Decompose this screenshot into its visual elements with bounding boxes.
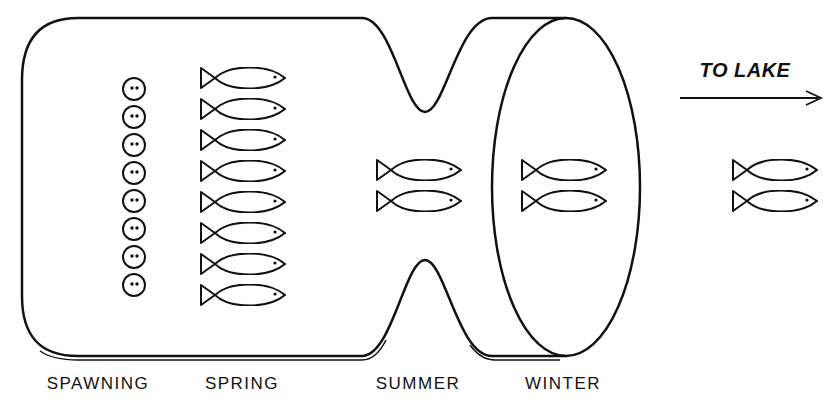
- stage-label: SUMMER: [376, 375, 461, 392]
- stage-label: SPAWNING: [47, 375, 150, 392]
- stage-label: SPRING: [205, 375, 279, 392]
- flow-label: TO LAKE: [700, 60, 791, 80]
- stage-label: WINTER: [525, 375, 601, 392]
